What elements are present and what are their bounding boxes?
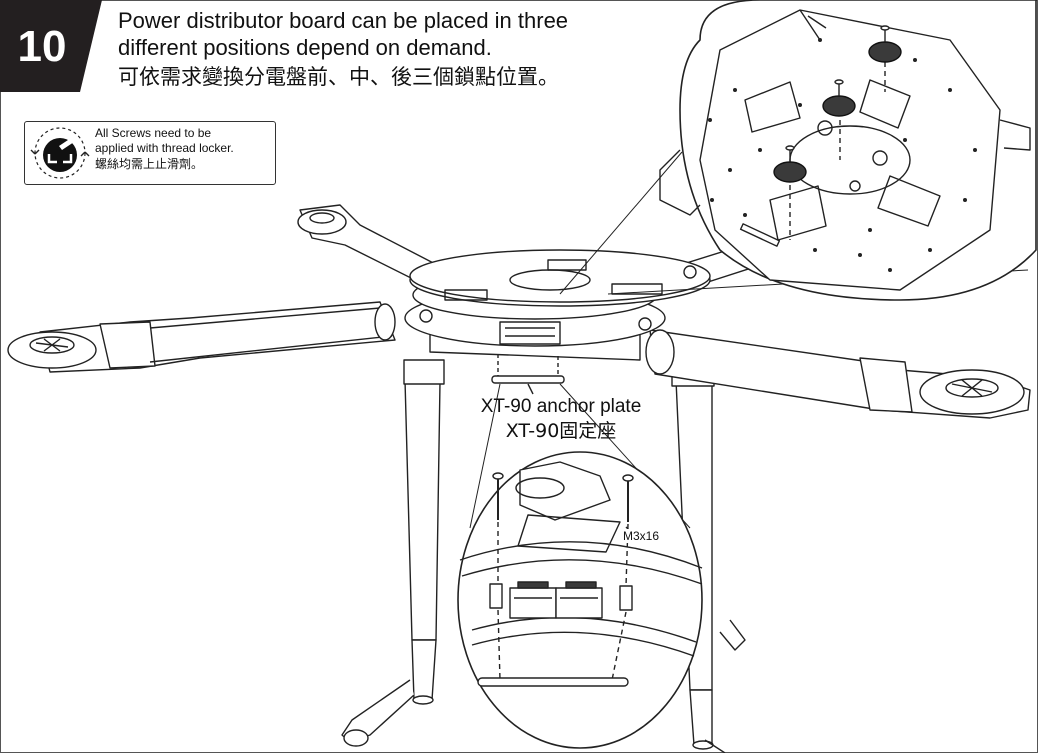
notice-line-1: All Screws need to be — [95, 126, 212, 140]
thread-locker-icon — [30, 127, 90, 179]
arm-right-front — [645, 329, 1031, 419]
center-frame — [404, 249, 711, 361]
landing-gear-left — [341, 359, 445, 747]
standoff-rear — [868, 41, 902, 63]
plate-holes — [708, 38, 977, 272]
screw-size-label: M3x16 — [622, 529, 661, 543]
step-badge: 10 — [0, 0, 108, 108]
xt90-anchor-plate — [491, 354, 565, 395]
title-en-line-2: different positions depend on demand. — [118, 35, 492, 60]
top-detail-lens — [559, 0, 1037, 301]
title-en-line-1: Power distributor board can be placed in… — [118, 8, 569, 33]
anchor-plate-label-zh: XT-90固定座 — [505, 420, 617, 442]
notice-line-2: applied with thread locker. — [95, 141, 234, 155]
step-badge-shape — [0, 0, 102, 92]
notice-line-3: 螺絲均需上止滑劑。 — [95, 157, 204, 171]
step-number: 10 — [17, 22, 67, 71]
standoff-middle — [822, 95, 856, 117]
standoffs — [773, 41, 902, 183]
arm-left-front — [7, 301, 396, 373]
anchor-plate-label-en: XT-90 anchor plate — [480, 396, 642, 417]
standoff-front — [773, 161, 807, 183]
title-zh: 可依需求變換分電盤前、中、後三個鎖點位置。 — [118, 65, 559, 89]
bottom-detail-lens — [457, 383, 703, 749]
thread-locker-notice: All Screws need to be applied with threa… — [24, 121, 276, 185]
